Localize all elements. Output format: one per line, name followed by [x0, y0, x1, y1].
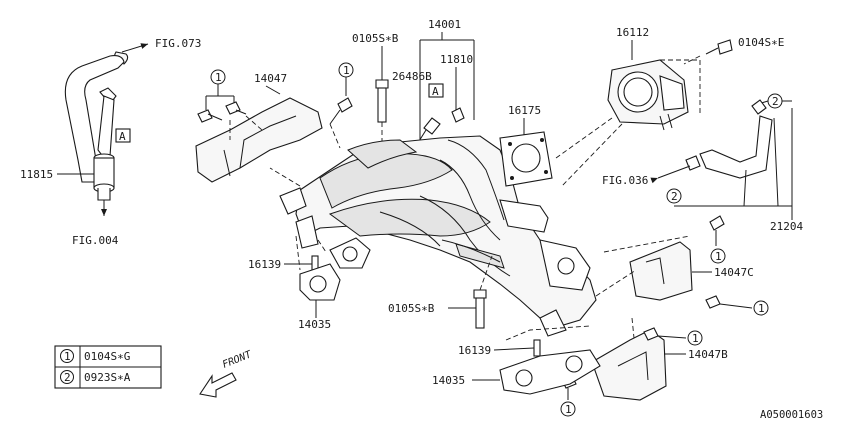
label-14035-bottom: 14035 — [432, 374, 465, 387]
svg-text:1: 1 — [715, 250, 722, 263]
ref-fig036[interactable]: FIG.036 — [602, 174, 648, 187]
svg-text:1: 1 — [215, 71, 222, 84]
svg-text:0923S∗A: 0923S∗A — [84, 371, 131, 384]
svg-text:0104S∗G: 0104S∗G — [84, 350, 130, 363]
svg-text:2: 2 — [772, 95, 779, 108]
bolts-bracket — [197, 101, 247, 123]
diagram-id: A050001603 — [760, 409, 823, 421]
bolt-14047b — [643, 327, 687, 341]
hose-21204 — [685, 99, 779, 207]
label-16139-mid: 16139 — [458, 344, 491, 357]
circle-1-bolt-top: 1 — [338, 62, 354, 78]
svg-text:2: 2 — [64, 371, 71, 384]
svg-text:1: 1 — [565, 403, 572, 416]
ref-fig004[interactable]: FIG.004 — [72, 234, 119, 247]
label-26486b: 26486B — [392, 70, 432, 83]
label-16175: 16175 — [508, 104, 541, 117]
bolt-long-top — [375, 79, 389, 150]
marker-box-a-left: A — [115, 128, 131, 143]
svg-text:A: A — [119, 130, 126, 143]
circle-2-top: 2 — [767, 93, 783, 109]
circle-1-14047b: 1 — [687, 330, 703, 346]
label-11810: 11810 — [440, 53, 473, 66]
bolt-14047c-top — [709, 215, 725, 246]
stud-11810 — [451, 107, 465, 123]
circle-1-14047c-bottom: 1 — [753, 300, 769, 316]
bolt-long-mid — [473, 289, 487, 329]
svg-text:1: 1 — [64, 350, 71, 363]
label-14035-left: 14035 — [298, 318, 331, 331]
bracket-14047c — [629, 241, 693, 301]
gasket-14035-bottom — [499, 349, 601, 395]
gasket-14035-left — [299, 237, 371, 301]
label-14047b: 14047B — [688, 348, 728, 361]
front-label: FRONT — [221, 349, 254, 371]
throttle-body-16112 — [607, 59, 689, 131]
svg-text:1: 1 — [343, 64, 350, 77]
label-0105s-b-top: 0105S∗B — [352, 32, 399, 45]
label-0105s-b-mid: 0105S∗B — [388, 302, 435, 315]
circle-1-14047c-top: 1 — [710, 248, 726, 264]
svg-text:1: 1 — [692, 332, 699, 345]
circle-1-bottom: 1 — [560, 401, 576, 417]
bolt-14047c-bottom — [705, 295, 753, 309]
circle-2-bottom: 2 — [666, 188, 682, 204]
gasket-16175 — [499, 131, 553, 187]
marker-box-a-center: A — [428, 83, 444, 98]
pin-16139-mid — [533, 339, 541, 357]
front-direction-arrow: FRONT — [199, 349, 254, 398]
svg-text:2: 2 — [671, 190, 678, 203]
bracket-14047b — [591, 329, 667, 401]
legend-table: 1 0104S∗G 2 0923S∗A — [54, 345, 162, 389]
svg-text:A: A — [432, 85, 439, 98]
label-16112: 16112 — [616, 26, 649, 39]
label-14001: 14001 — [428, 18, 461, 31]
label-16139-left: 16139 — [248, 258, 281, 271]
legend-row-1: 1 0104S∗G — [60, 349, 130, 363]
label-14047c: 14047C — [714, 266, 754, 279]
label-14047-top: 14047 — [254, 72, 287, 85]
intake-manifold — [279, 135, 597, 337]
bolt-0104s-e — [705, 39, 733, 55]
label-21204: 21204 — [770, 220, 803, 233]
breather-pipe-assembly — [64, 43, 149, 216]
bracket-14047 — [195, 97, 323, 183]
legend-row-2: 2 0923S∗A — [60, 370, 131, 384]
svg-text:1: 1 — [758, 302, 765, 315]
label-0104s-e: 0104S∗E — [738, 36, 784, 49]
circle-1-bracket: 1 — [210, 69, 226, 85]
ref-fig073[interactable]: FIG.073 — [155, 37, 201, 50]
label-11815: 11815 — [20, 168, 53, 181]
